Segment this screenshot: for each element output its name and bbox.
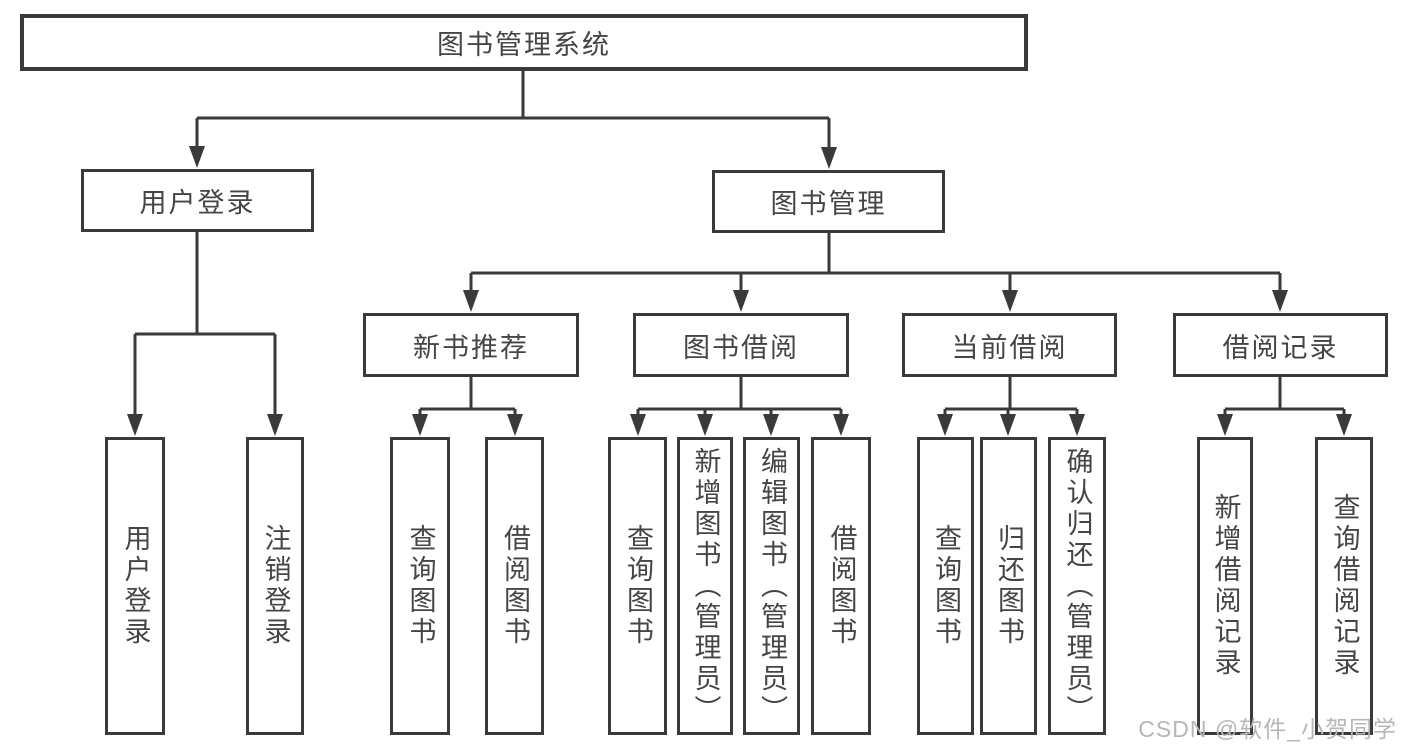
leaf-return-book-label: 归还图书 — [994, 524, 1024, 648]
arrowhead-icon — [1002, 290, 1018, 312]
leaf-borrow-books-recommend: 借阅图书 — [485, 437, 544, 735]
arrowhead-icon — [821, 147, 837, 169]
leaf-query-books-recommend: 查询图书 — [390, 437, 450, 735]
arrowhead-icon — [1000, 414, 1016, 436]
node-user-login: 用户登录 — [81, 169, 314, 232]
arrowhead-icon — [189, 146, 205, 168]
connector-paths — [133, 71, 1346, 418]
leaf-query-books-borrowing-label: 查询图书 — [623, 524, 653, 648]
leaf-query-books-current-label: 查询图书 — [931, 524, 961, 648]
arrowhead-icon — [507, 414, 523, 436]
leaf-user-login-label: 用户登录 — [120, 524, 151, 648]
leaf-confirm-return-admin: 确认归还（管理员） — [1048, 437, 1106, 735]
leaf-add-book-admin: 新增图书（管理员） — [677, 437, 733, 735]
leaf-user-login: 用户登录 — [105, 437, 165, 735]
arrowhead-icon — [630, 414, 646, 436]
arrowhead-icon — [1069, 414, 1085, 436]
arrowhead-icon — [1217, 414, 1233, 436]
arrowhead-icon — [1336, 414, 1352, 436]
leaf-query-borrow-record: 查询借阅记录 — [1315, 437, 1373, 735]
leaf-query-borrow-record-label: 查询借阅记录 — [1329, 493, 1360, 679]
node-current-borrowing: 当前借阅 — [902, 313, 1117, 377]
node-borrowing-records: 借阅记录 — [1173, 313, 1388, 377]
arrowhead-icon — [697, 414, 713, 436]
leaf-return-book: 归还图书 — [980, 437, 1037, 735]
leaf-add-borrow-record: 新增借阅记录 — [1197, 437, 1253, 735]
leaf-edit-book-admin-label: 编辑图书（管理员） — [757, 446, 787, 726]
watermark: CSDN @软件_小贺同学 — [1138, 716, 1397, 742]
node-library-system: 图书管理系统 — [20, 14, 1028, 71]
node-new-book-recommendation: 新书推荐 — [363, 313, 579, 377]
leaf-query-books-borrowing: 查询图书 — [608, 437, 667, 735]
leaf-borrow-books-recommend-label: 借阅图书 — [500, 524, 530, 648]
leaf-query-books-current: 查询图书 — [917, 437, 974, 735]
node-book-borrowing: 图书借阅 — [633, 313, 849, 377]
leaf-edit-book-admin: 编辑图书（管理员） — [743, 437, 800, 735]
leaf-logout-label: 注销登录 — [260, 524, 291, 648]
arrowhead-icon — [463, 290, 479, 312]
arrowhead-icon — [1272, 290, 1288, 312]
arrowhead-icon — [833, 414, 849, 436]
leaf-borrow-books: 借阅图书 — [811, 437, 871, 735]
arrowhead-icon — [267, 414, 283, 436]
arrowhead-icon — [937, 414, 953, 436]
arrowhead-icon — [733, 290, 749, 312]
arrowhead-icon — [763, 414, 779, 436]
arrowhead-icon — [127, 414, 143, 436]
leaf-add-book-admin-label: 新增图书（管理员） — [690, 446, 721, 726]
leaf-logout: 注销登录 — [246, 437, 304, 735]
node-book-management: 图书管理 — [712, 170, 945, 233]
arrowhead-icon — [412, 414, 428, 436]
leaf-borrow-books-label: 借阅图书 — [826, 524, 857, 648]
leaf-query-books-recommend-label: 查询图书 — [405, 524, 436, 648]
leaf-add-borrow-record-label: 新增借阅记录 — [1210, 493, 1241, 679]
leaf-confirm-return-admin-label: 确认归还（管理员） — [1062, 446, 1093, 726]
